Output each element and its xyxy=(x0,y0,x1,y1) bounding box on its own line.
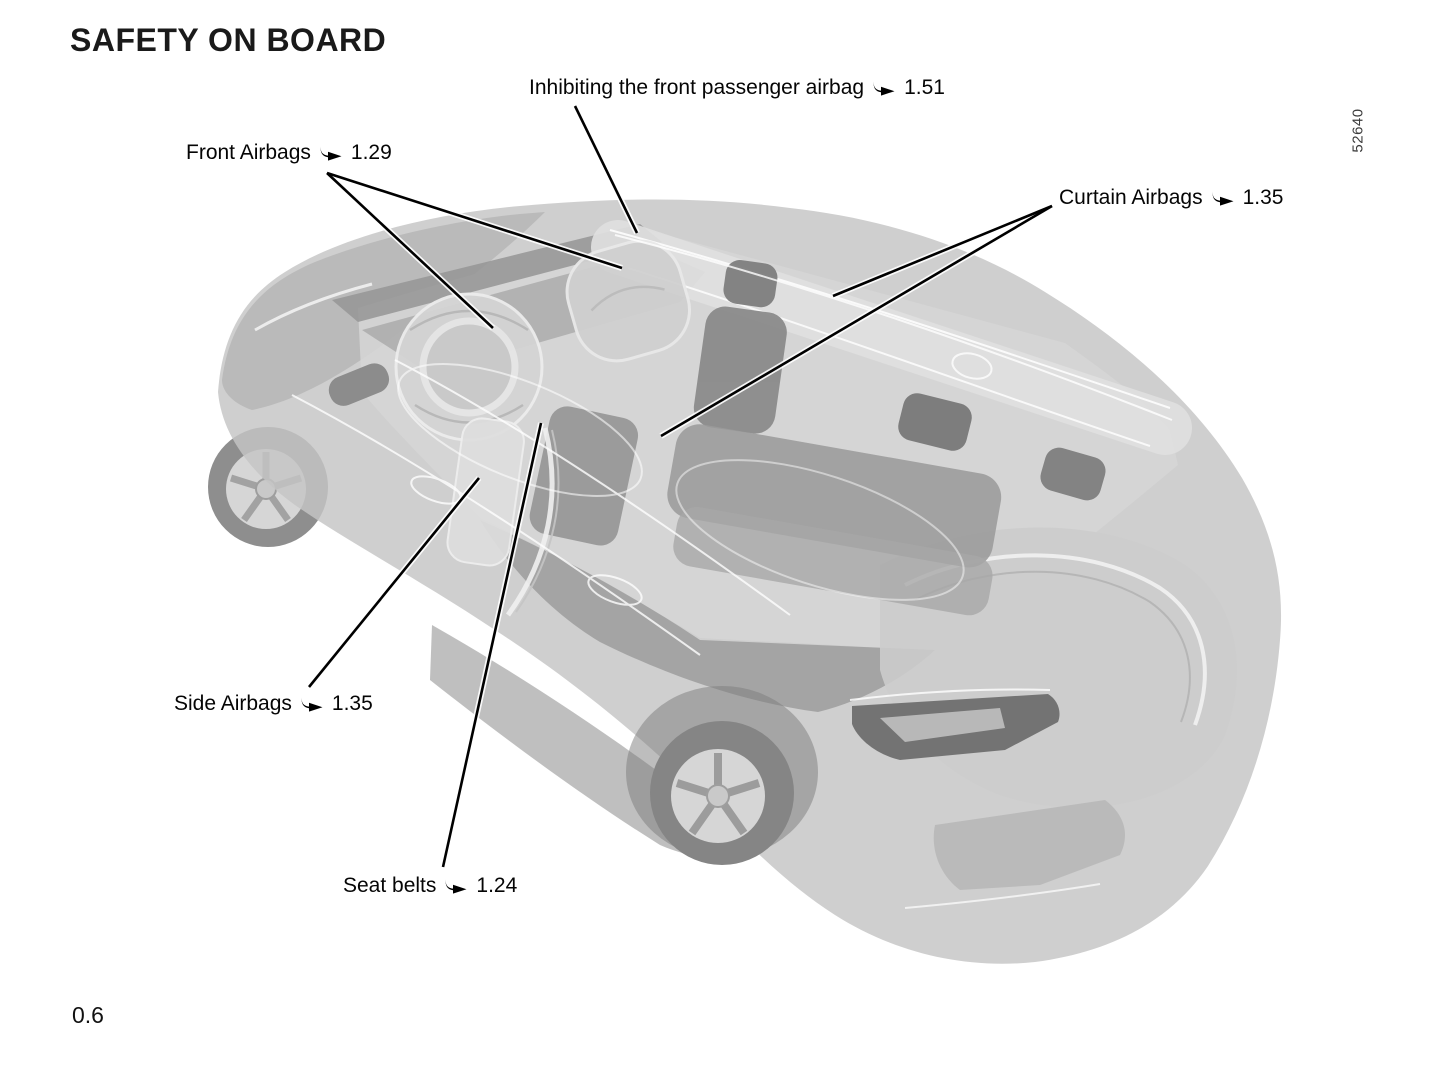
rear-wheel xyxy=(626,686,818,865)
page-number: 0.6 xyxy=(72,1002,104,1028)
rear-bench-seat xyxy=(667,393,1106,616)
car-body-group xyxy=(208,199,1282,964)
callout-line-inhibit-passenger-airbag xyxy=(573,105,639,234)
callout-line-curtain-airbag-front xyxy=(832,204,1053,298)
callout-label-front-airbags: Front Airbags 1.29 xyxy=(186,141,392,165)
label-page-ref: 1.29 xyxy=(350,141,392,164)
taillight xyxy=(849,688,1060,760)
page-title: SAFETY ON BOARD xyxy=(70,22,387,58)
cross-reference-arrow-icon xyxy=(320,146,342,161)
cross-reference-arrow-icon xyxy=(446,879,467,894)
label-page-ref: 1.24 xyxy=(476,874,518,897)
label-page-ref: 1.51 xyxy=(904,76,945,99)
door-mirror xyxy=(328,363,390,406)
driver-front-airbag xyxy=(394,292,544,442)
cross-reference-arrow-icon xyxy=(873,81,895,96)
label-text: Side Airbags xyxy=(174,692,292,715)
callout-line-seat-belts xyxy=(441,422,543,868)
callout-lines xyxy=(306,104,1054,868)
callout-line-front-airbag-driver xyxy=(326,172,494,329)
windshield-frame xyxy=(332,224,662,322)
callout-label-curtain-airbags: Curtain Airbags 1.35 xyxy=(1059,186,1283,210)
callout-label-seat-belts: Seat belts 1.24 xyxy=(343,874,517,898)
cross-reference-arrow-icon xyxy=(1212,191,1234,206)
label-page-ref: 1.35 xyxy=(1242,186,1284,209)
callout-line-curtain-airbag-rear xyxy=(660,204,1053,438)
figure-number: 52640 xyxy=(1349,108,1367,153)
callout-line-front-airbag-passenger xyxy=(326,171,623,270)
label-page-ref: 1.35 xyxy=(331,692,373,715)
cross-reference-arrow-icon xyxy=(301,697,323,712)
interior-shadow xyxy=(480,520,935,712)
callout-label-inhibit-passenger-airbag: Inhibiting the front passenger airbag 1.… xyxy=(529,76,945,100)
label-text: Inhibiting the front passenger airbag xyxy=(529,76,865,99)
rear-bumper xyxy=(933,800,1125,890)
curtain-airbag-band xyxy=(591,220,1192,455)
label-text: Front Airbags xyxy=(186,141,311,164)
passenger-front-airbag xyxy=(565,239,692,363)
label-text: Seat belts xyxy=(343,874,437,897)
callout-line-side-airbag xyxy=(307,477,481,688)
label-text: Curtain Airbags xyxy=(1059,186,1203,209)
callout-label-side-airbags: Side Airbags 1.35 xyxy=(174,692,373,716)
